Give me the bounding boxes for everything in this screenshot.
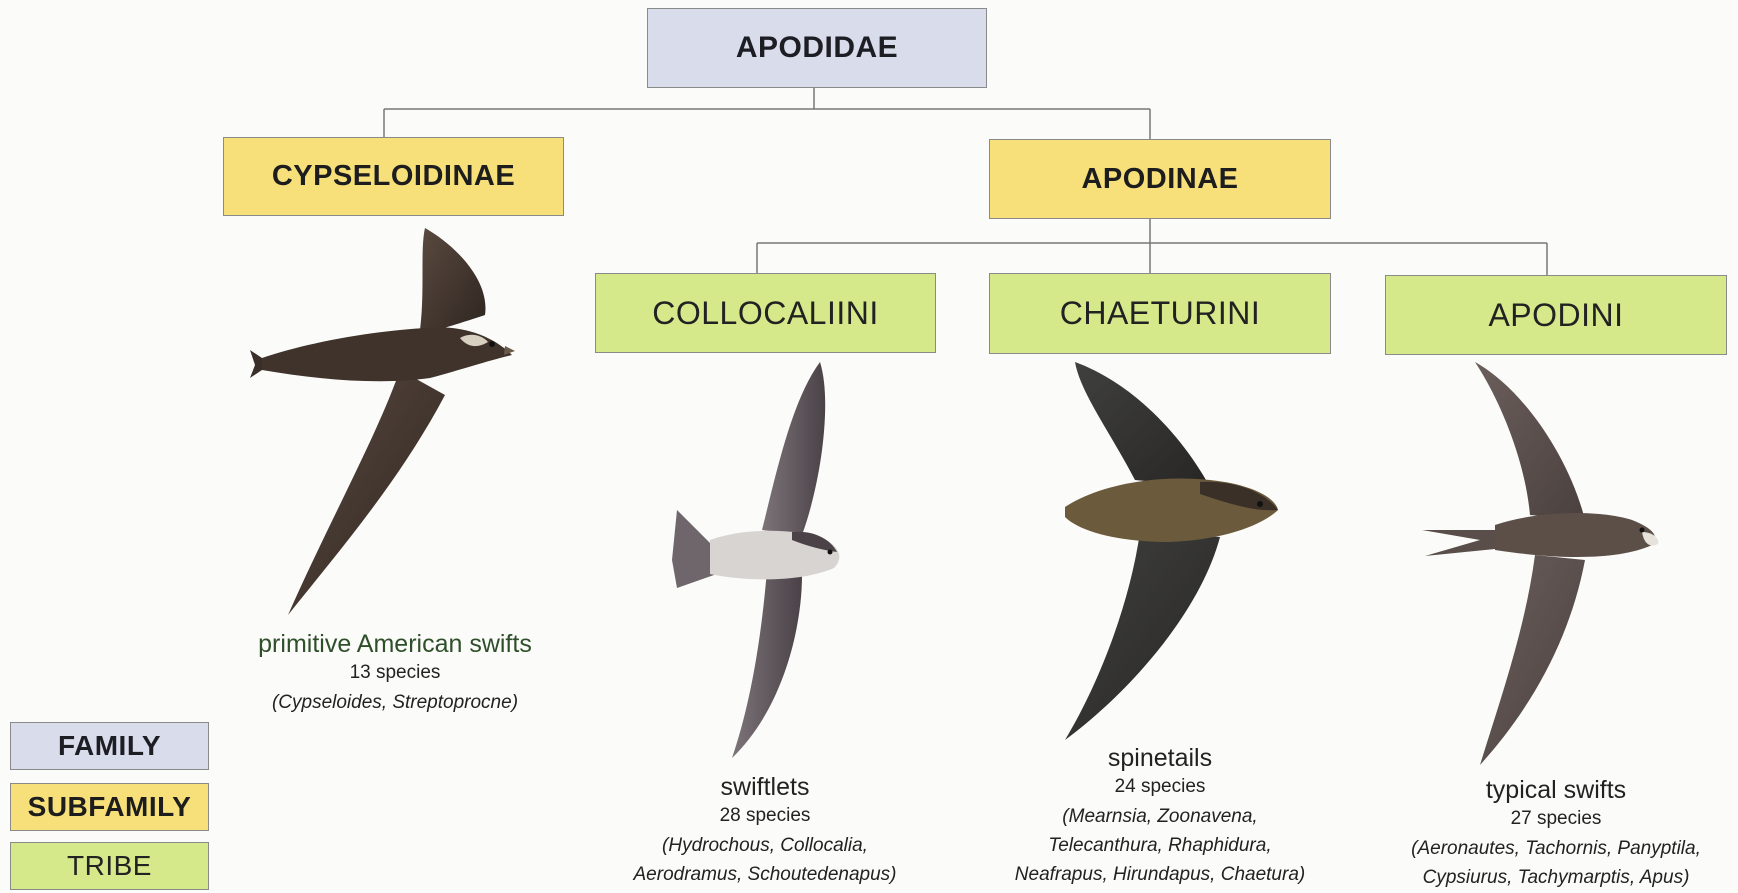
genera-line: (Mearnsia, Zoonavena, (1062, 806, 1257, 827)
genera-list: (Aeronautes, Tachornis, Panyptila, Cypsi… (1370, 834, 1738, 892)
genera-line: Neafrapus, Hirundapus, Chaetura) (1015, 864, 1305, 885)
subfamily-node-label: APODINAE (1081, 163, 1238, 196)
tribe-node-chaeturini: CHAETURINI (989, 273, 1331, 354)
spinetail-illustration (1060, 362, 1290, 742)
family-node-apodidae: APODIDAE (647, 8, 987, 88)
common-name: primitive American swifts (210, 630, 580, 659)
subfamily-node-apodinae: APODINAE (989, 139, 1331, 219)
genera-list: (Cypseloides, Streptoprocne) (210, 688, 580, 717)
tribe-node-apodini: APODINI (1385, 275, 1727, 355)
species-count: 27 species (1370, 808, 1738, 830)
legend-tribe: TRIBE (10, 842, 209, 890)
genera-list: (Mearnsia, Zoonavena, Telecanthura, Rhap… (980, 802, 1340, 889)
caption-apodini: typical swifts 27 species (Aeronautes, T… (1370, 776, 1738, 892)
genera-line: (Hydrochous, Collocalia, (662, 835, 868, 856)
caption-chaeturini: spinetails 24 species (Mearnsia, Zoonave… (980, 744, 1340, 889)
legend-label: SUBFAMILY (28, 791, 192, 823)
common-name: typical swifts (1370, 776, 1738, 805)
caption-collocaliini: swiftlets 28 species (Hydrochous, Colloc… (590, 773, 940, 889)
typical-swift-illustration (1420, 360, 1670, 770)
family-node-label: APODIDAE (736, 31, 898, 65)
dark-swift-illustration (250, 220, 530, 620)
legend-label: FAMILY (58, 730, 161, 762)
tribe-node-label: COLLOCALIINI (652, 295, 879, 332)
species-count: 28 species (590, 805, 940, 827)
genera-list: (Hydrochous, Collocalia, Aerodramus, Sch… (590, 831, 940, 889)
common-name: spinetails (980, 744, 1340, 773)
tribe-node-label: APODINI (1488, 297, 1623, 334)
genera-line: (Aeronautes, Tachornis, Panyptila, (1411, 838, 1701, 859)
genera-line: Telecanthura, Rhaphidura, (1048, 835, 1271, 856)
genera-line: Aerodramus, Schoutedenapus) (634, 864, 897, 885)
legend-subfamily: SUBFAMILY (10, 783, 209, 831)
species-count: 13 species (210, 662, 580, 684)
subfamily-node-label: CYPSELOIDINAE (272, 160, 515, 193)
subfamily-node-cypseloidinae: CYPSELOIDINAE (223, 137, 564, 216)
legend-label: TRIBE (67, 850, 152, 882)
caption-cypseloidinae: primitive American swifts 13 species (Cy… (210, 630, 580, 717)
legend-family: FAMILY (10, 722, 209, 770)
species-count: 24 species (980, 776, 1340, 798)
swiftlet-illustration (672, 360, 852, 760)
genera-line: Cypsiurus, Tachymarptis, Apus) (1423, 867, 1690, 888)
common-name: swiftlets (590, 773, 940, 802)
tribe-node-collocaliini: COLLOCALIINI (595, 273, 936, 353)
tribe-node-label: CHAETURINI (1060, 295, 1261, 332)
